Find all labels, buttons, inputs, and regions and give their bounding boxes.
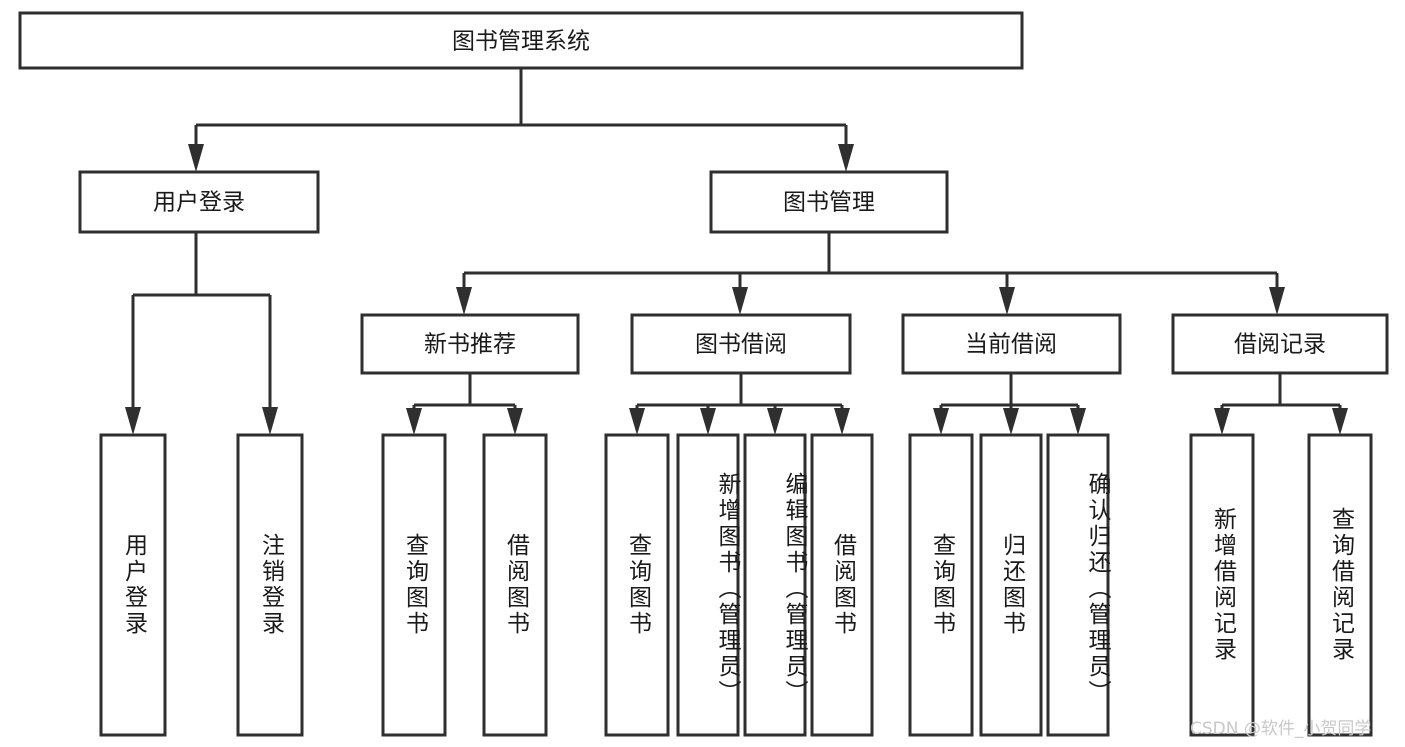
node-leaf-9[interactable] (979, 433, 1043, 737)
connector-record-to-leaves (1214, 373, 1348, 435)
node-leaf-6[interactable] (743, 433, 807, 737)
connector-borrow-to-leaves (629, 373, 850, 435)
node-level3-1[interactable] (630, 313, 852, 375)
node-level3-2[interactable] (901, 313, 1122, 375)
node-leaf-0[interactable] (99, 433, 167, 737)
connector-current-to-leaves (933, 373, 1086, 435)
node-leaf-2[interactable] (381, 433, 447, 737)
node-leaf-5[interactable] (676, 433, 740, 737)
connector-newbook-to-leaves (406, 373, 523, 435)
node-leaf-1[interactable] (236, 433, 304, 737)
node-root-label: 图书管理系统 (452, 29, 590, 55)
node-leaf-3[interactable] (482, 433, 548, 737)
node-level3-0-label: 新书推荐 (424, 332, 516, 358)
connector-root-to-level2 (188, 68, 854, 172)
node-level3-3-label: 借阅记录 (1234, 332, 1326, 358)
node-level2-0-label: 用户登录 (153, 190, 245, 216)
watermark-text: CSDN @软件_小贺同学 (1190, 719, 1372, 739)
node-level3-0[interactable] (360, 313, 580, 375)
node-level2-0[interactable] (78, 170, 320, 234)
node-leaf-4[interactable] (604, 433, 670, 737)
connector-userlogin-to-leaves (125, 232, 278, 435)
node-leaf-7[interactable] (810, 433, 874, 737)
node-leaf-10[interactable] (1046, 433, 1110, 737)
node-level2-1[interactable] (709, 170, 949, 234)
node-level3-1-label: 图书借阅 (695, 332, 787, 358)
node-level3-3[interactable] (1171, 313, 1389, 375)
connector-bookmgmt-to-level3 (456, 232, 1285, 315)
node-leaf-12[interactable] (1307, 433, 1373, 737)
node-level2-1-label: 图书管理 (783, 190, 875, 216)
node-leaf-8[interactable] (908, 433, 974, 737)
node-level3-2-label: 当前借阅 (965, 332, 1057, 358)
node-leaf-11[interactable] (1189, 433, 1255, 737)
node-root[interactable] (18, 11, 1024, 70)
